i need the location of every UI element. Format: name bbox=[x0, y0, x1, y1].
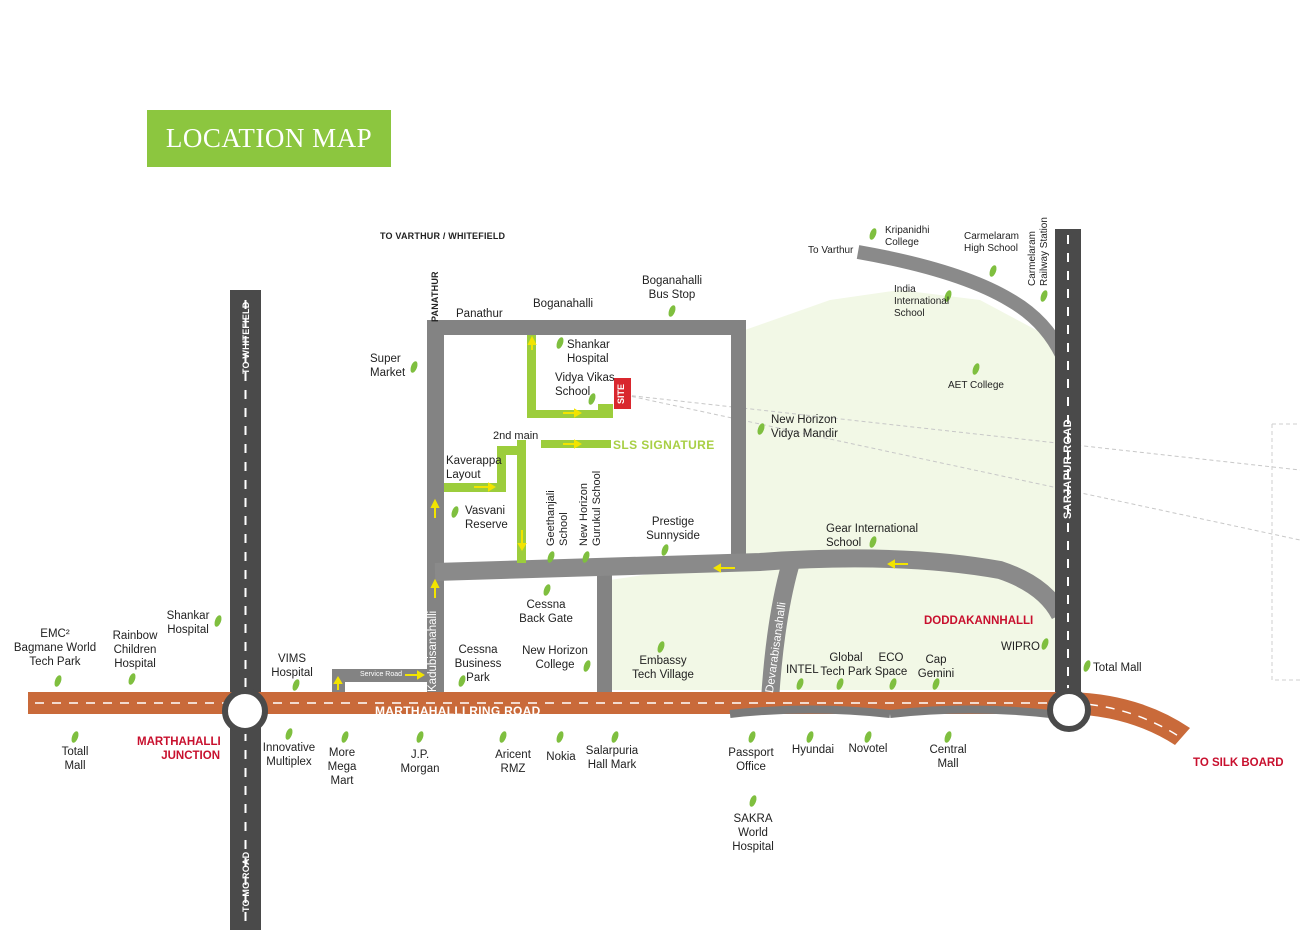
landmark-cessna-business-park: Cessna Business Park bbox=[454, 644, 502, 684]
landmark-boganahalli-bus-stop: Boganahalli Bus Stop bbox=[641, 275, 703, 301]
landmark-central-mall: Central Mall bbox=[929, 744, 967, 770]
landmark-hyundai: Hyundai bbox=[791, 744, 835, 756]
road-gear-international bbox=[434, 549, 1069, 620]
landmark-emc-bagmane-world-tech-park: EMC² Bagmane World Tech Park bbox=[13, 628, 97, 668]
landmark-nokia: Nokia bbox=[546, 751, 576, 763]
leaf-markers bbox=[54, 228, 1091, 807]
ring-road bbox=[28, 692, 1190, 745]
landmark-carmelaram-railway-station: Carmelaram Railway Station bbox=[1027, 217, 1050, 286]
landmark-cessna-back-gate: Cessna Back Gate bbox=[519, 599, 573, 625]
marthahalli-junction-circle bbox=[222, 688, 268, 734]
landmark-aet-college: AET College bbox=[948, 380, 1004, 391]
landmark-new-horizon-gurukul-school: New Horizon Gurukul School bbox=[578, 470, 603, 546]
location-map-title: LOCATION MAP bbox=[147, 110, 391, 167]
landmark-super-market: Super Market bbox=[370, 353, 406, 379]
project-name-sls-signature: SLS SIGNATURE bbox=[613, 438, 715, 452]
green-area-tint-2 bbox=[610, 560, 745, 690]
landmark-more-mega-mart: More Mega Mart bbox=[327, 747, 357, 787]
landmark-cap-gemini: Cap Gemini bbox=[917, 654, 955, 680]
label-doddakannhalli: DODDAKANNHALLI bbox=[924, 615, 1034, 627]
landmark-passport-office: Passport Office bbox=[728, 747, 774, 773]
landmark-intel: INTEL bbox=[786, 664, 819, 676]
landmark-geethanjali-school: Geethanjali School bbox=[545, 490, 570, 546]
landmark-prestige-sunnyside: Prestige Sunnyside bbox=[646, 516, 700, 542]
landmark-india-international-school: India International School bbox=[894, 284, 950, 319]
landmark-vasvani-reserve: Vasvani Reserve bbox=[465, 505, 508, 531]
landmark-kripanidhi-college: Kripanidhi College bbox=[885, 225, 930, 248]
landmark-total-mall: Total Mall bbox=[1093, 662, 1142, 674]
direction-arrows bbox=[333, 335, 908, 690]
landmark-shankar-hospital: Shankar Hospital bbox=[166, 610, 210, 636]
landmark-new-horizon-college: New Horizon College bbox=[522, 645, 588, 671]
road-devarabisanahalli bbox=[761, 563, 799, 701]
label-to-varthur: To Varthur bbox=[808, 245, 854, 256]
label-sarjapur-road: SARJAPUR ROAD bbox=[1062, 419, 1074, 519]
landmark-carmelaram-high-school: Carmelaram High School bbox=[964, 231, 1020, 254]
site-label: SITE bbox=[616, 383, 626, 404]
landmark-innovative-multiplex: Innovative Multiplex bbox=[262, 742, 316, 768]
label-panathur-road: PANATHUR bbox=[430, 271, 440, 322]
landmark-jp-morgan: J.P. Morgan bbox=[400, 749, 440, 775]
landmark-aricent-rmz: Aricent RMZ bbox=[495, 749, 531, 775]
landmark-boganahalli: Boganahalli bbox=[533, 298, 594, 310]
label-marthahalli-junction: MARTHAHALLI JUNCTION bbox=[137, 736, 221, 762]
label-service-road: Service Road bbox=[360, 671, 403, 678]
label-to-varthur-whitefield: TO VARTHUR / WHITEFIELD bbox=[380, 231, 506, 241]
grey-roads bbox=[332, 320, 746, 699]
road-to-varthur bbox=[856, 245, 1069, 359]
label-to-whitefield: TO WHITEFIELD bbox=[241, 301, 251, 374]
label-2nd-main: 2nd main bbox=[493, 430, 539, 442]
site-marker: SITE bbox=[614, 378, 631, 409]
landmark-gear-international-school: Gear International School bbox=[826, 523, 919, 549]
label-to-silk-board: TO SILK BOARD bbox=[1193, 757, 1284, 769]
landmark-rainbow-children-hospital: Rainbow Children Hospital bbox=[112, 630, 158, 670]
landmark-wipro: WIPRO bbox=[1001, 641, 1040, 653]
landmark-shankar-hospital-panathur: Shankar Hospital bbox=[567, 339, 610, 365]
landmark-new-horizon-vidya-mandir: New Horizon Vidya Mandir bbox=[771, 414, 838, 440]
underpass-2 bbox=[889, 705, 1051, 718]
landmark-vidya-vikas-school: Vidya Vikas School bbox=[555, 372, 615, 398]
landmark-vims-hospital: VIMS Hospital bbox=[271, 653, 313, 679]
landmark-embassy-tech-village: Embassy Tech Village bbox=[632, 655, 694, 681]
landmark-novotel: Novotel bbox=[848, 743, 888, 755]
highways-dark bbox=[230, 229, 1081, 930]
label-kadubisanahalli: Kadubisanahalli bbox=[427, 610, 439, 692]
landmark-kaverappa-layout: Kaverappa Layout bbox=[446, 455, 502, 481]
label-ring-road: MARTHAHALLI RING ROAD bbox=[375, 704, 541, 718]
underpass-1 bbox=[729, 705, 891, 718]
label-to-mg-road: TO MG ROAD bbox=[241, 851, 251, 912]
landmark-eco-space: ECO Space bbox=[874, 652, 908, 678]
landmark-global-tech-park: Global Tech Park bbox=[820, 652, 872, 678]
green-area-tint bbox=[745, 290, 1055, 690]
landmark-totall-mall: Totall Mall bbox=[61, 746, 89, 772]
faint-frame bbox=[1271, 423, 1300, 681]
sarjapur-junction-circle bbox=[1047, 688, 1091, 732]
landmark-panathur: Panathur bbox=[456, 308, 503, 320]
landmark-sakra-world-hospital: SAKRA World Hospital bbox=[732, 813, 774, 853]
landmark-salarpuria-hall-mark: Salarpuria Hall Mark bbox=[585, 745, 639, 771]
